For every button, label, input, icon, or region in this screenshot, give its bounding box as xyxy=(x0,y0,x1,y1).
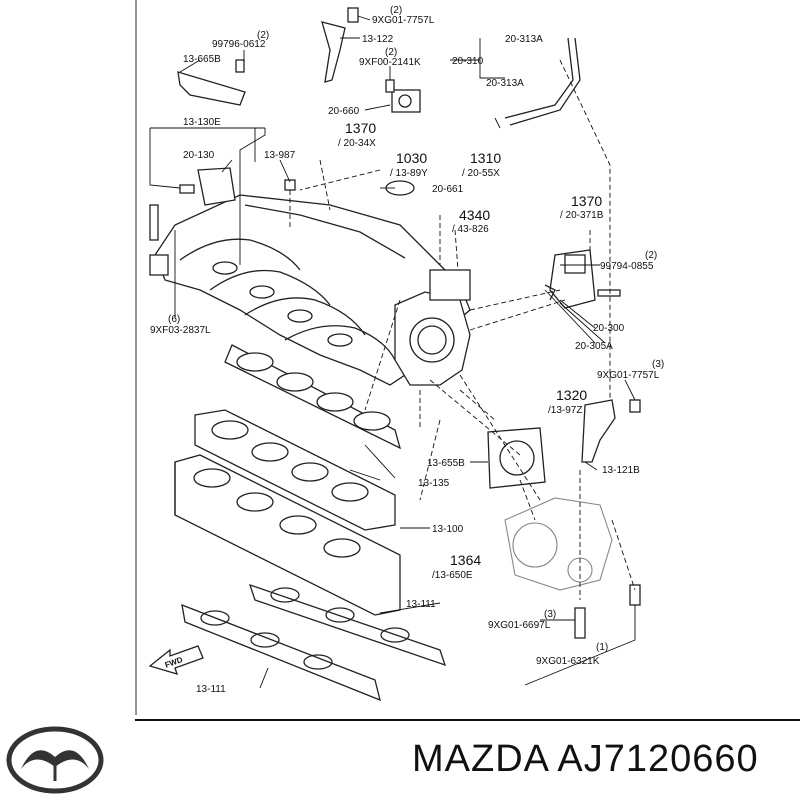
label-20-371b: / 20-371B xyxy=(560,210,604,221)
label-43-826: / 43-826 xyxy=(452,224,489,235)
label-13-135: 13-135 xyxy=(418,478,450,489)
sensor-20-130 xyxy=(197,167,236,206)
iac-valve-20-300 xyxy=(544,249,596,309)
bracket-13-665b xyxy=(177,71,246,106)
label-1310: 1310 xyxy=(470,150,501,166)
throttle-gasket-13-655b xyxy=(487,427,546,489)
label-1364: 1364 xyxy=(450,552,481,568)
label-qty-3-a: (3) xyxy=(652,359,664,370)
label-99794-0855: 99794-0855 xyxy=(600,261,654,272)
label-qty-1-a: (1) xyxy=(596,642,608,653)
label-qty-2-top: (2) xyxy=(390,5,402,16)
label-20-310: 20-310 xyxy=(452,56,484,67)
footer-divider xyxy=(135,719,800,721)
label-13-130e: 13-130E xyxy=(183,117,221,128)
solenoid-20-660 xyxy=(391,89,421,113)
label-9xg01-7757l-b: 9XG01-7757L xyxy=(597,370,660,381)
label-qty-2-c: (2) xyxy=(385,47,397,58)
label-20-300: 20-300 xyxy=(593,323,625,334)
label-9xf03-2837l: 9XF03-2837L xyxy=(150,325,211,336)
label-20-55x: / 20-55X xyxy=(462,168,500,179)
brand-part-number: MAZDA AJ7120660 xyxy=(412,738,759,780)
label-9xg01-7757l-top: 9XG01-7757L xyxy=(372,15,435,26)
assembly-dash-lines xyxy=(289,59,636,600)
intake-manifold-upper xyxy=(149,194,471,386)
label-20-313a-a: 20-313A xyxy=(505,34,543,45)
label-20-305a: 20-305A xyxy=(575,341,613,352)
label-13-655b: 13-655B xyxy=(427,458,465,469)
gasket-upper xyxy=(224,344,402,450)
label-20-661: 20-661 xyxy=(432,184,464,195)
label-9xg01-6697l: 9XG01-6697L xyxy=(488,620,551,631)
bolts xyxy=(149,7,641,639)
label-13-650e: /13-650E xyxy=(432,570,473,581)
label-1320: 1320 xyxy=(556,387,587,403)
label-qty-6: (6) xyxy=(168,314,180,325)
label-4340: 4340 xyxy=(459,207,490,223)
label-20-313a-b: 20-313A xyxy=(486,78,524,89)
throttle-body-13-650e xyxy=(504,497,613,591)
fwd-arrow-icon xyxy=(148,645,204,675)
mazda-logo-icon xyxy=(6,726,104,794)
label-13-665b: 13-665B xyxy=(183,54,221,65)
label-1030: 1030 xyxy=(396,150,427,166)
label-13-111-b: 13-111 xyxy=(196,684,226,695)
label-1370-b: 1370 xyxy=(571,193,602,209)
label-qty-2-b: (2) xyxy=(257,30,269,41)
label-13-89y: / 13-89Y xyxy=(390,168,428,179)
label-13-100: 13-100 xyxy=(432,524,464,535)
bracket-13-122 xyxy=(321,21,346,83)
lower-manifold-13-135 xyxy=(194,409,396,531)
bracket-13-121b xyxy=(581,399,616,463)
label-20-34x: / 20-34X xyxy=(338,138,376,149)
label-20-660: 20-660 xyxy=(328,106,360,117)
label-13-111-a: 13-111 xyxy=(406,599,436,610)
label-1370-a: 1370 xyxy=(345,120,376,136)
label-9xf00-2141k: 9XF00-2141K xyxy=(359,57,421,68)
label-9xg01-6321k: 9XG01-6321K xyxy=(536,656,600,667)
gasket-13-111 xyxy=(181,583,447,702)
label-13-987: 13-987 xyxy=(264,150,296,161)
pipe-20-310 xyxy=(504,37,581,126)
label-qty-2-d: (2) xyxy=(645,250,657,261)
throttle-body xyxy=(394,269,471,386)
label-13-97z: /13-97Z xyxy=(548,405,582,416)
label-13-122: 13-122 xyxy=(362,34,394,45)
label-20-130: 20-130 xyxy=(183,150,215,161)
leader-lines xyxy=(149,15,636,689)
label-13-121b: 13-121B xyxy=(602,465,640,476)
label-99796-0612: 99796-0612 xyxy=(212,39,266,50)
label-qty-3-b: (3) xyxy=(544,609,556,620)
